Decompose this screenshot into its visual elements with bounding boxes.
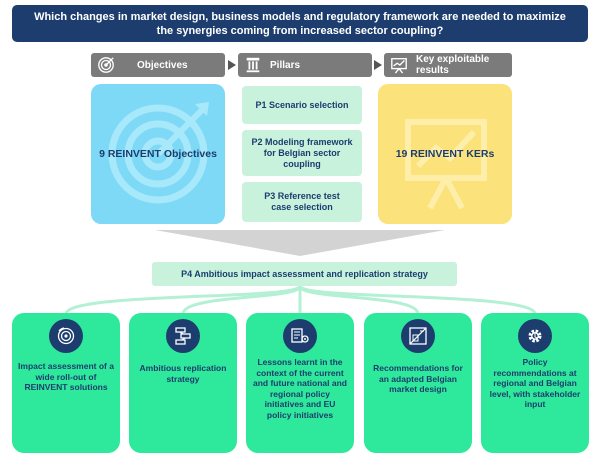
results-header-label: Key exploitable results <box>416 54 490 76</box>
card-policy-recommendations: Policy recommendations at regional and B… <box>481 313 589 453</box>
flow-steps-icon <box>166 319 200 353</box>
blueprint-icon <box>401 319 435 353</box>
pillar-p1-text: P1 Scenario selection <box>255 99 349 110</box>
circular-target-icon <box>49 319 83 353</box>
results-box: 19 REINVENT KERs <box>378 84 512 224</box>
pillar-p3: P3 Reference test case selection <box>242 182 362 222</box>
card-policy-recommendations-text: Policy recommendations at regional and B… <box>489 357 581 409</box>
pillar-icon <box>244 56 262 74</box>
pillars-header-label: Pillars <box>270 59 301 71</box>
funnel-arrow <box>155 230 445 256</box>
card-impact-assessment: Impact assessment of a wide roll-out of … <box>12 313 120 453</box>
card-replication-strategy-text: Ambitious replication strategy <box>139 363 227 384</box>
arrow-right-1 <box>228 60 236 70</box>
target-icon <box>97 56 115 74</box>
card-market-design: Recommendations for an adapted Belgian m… <box>364 313 472 453</box>
results-box-text: 19 REINVENT KERs <box>395 148 495 160</box>
pillar-p2: P2 Modeling framework for Belgian sector… <box>242 130 362 176</box>
card-market-design-text: Recommendations for an adapted Belgian m… <box>373 363 463 394</box>
presentation-chart-icon <box>390 56 408 74</box>
policy-gear-icon <box>518 319 552 353</box>
results-header: Key exploitable results <box>384 53 512 77</box>
document-gear-icon <box>283 319 317 353</box>
pillars-header: Pillars <box>238 53 372 77</box>
presentation-watermark-icon <box>405 119 487 210</box>
pillar-p2-text: P2 Modeling framework for Belgian sector… <box>251 136 353 169</box>
question-text: Which changes in market design, business… <box>34 10 566 37</box>
objectives-header-label: Objectives <box>137 59 188 71</box>
question-banner: Which changes in market design, business… <box>12 5 588 42</box>
pillar-p3-text: P3 Reference test case selection <box>264 191 340 212</box>
objectives-header: Objectives <box>91 53 225 77</box>
objectives-box-text: 9 REINVENT Objectives <box>99 148 217 160</box>
arrow-right-2 <box>374 60 382 70</box>
pillar-p1: P1 Scenario selection <box>242 86 362 124</box>
pillar-p4-text: P4 Ambitious impact assessment and repli… <box>181 269 428 279</box>
target-watermark-icon <box>108 102 209 204</box>
pillar-p4: P4 Ambitious impact assessment and repli… <box>152 262 457 286</box>
card-lessons-learnt: Lessons learnt in the context of the cur… <box>246 313 354 453</box>
card-lessons-learnt-text: Lessons learnt in the context of the cur… <box>253 357 347 420</box>
card-replication-strategy: Ambitious replication strategy <box>129 313 237 453</box>
card-impact-assessment-text: Impact assessment of a wide roll-out of … <box>18 361 114 392</box>
objectives-box: 9 REINVENT Objectives <box>91 84 225 224</box>
connector-lines <box>64 286 537 314</box>
